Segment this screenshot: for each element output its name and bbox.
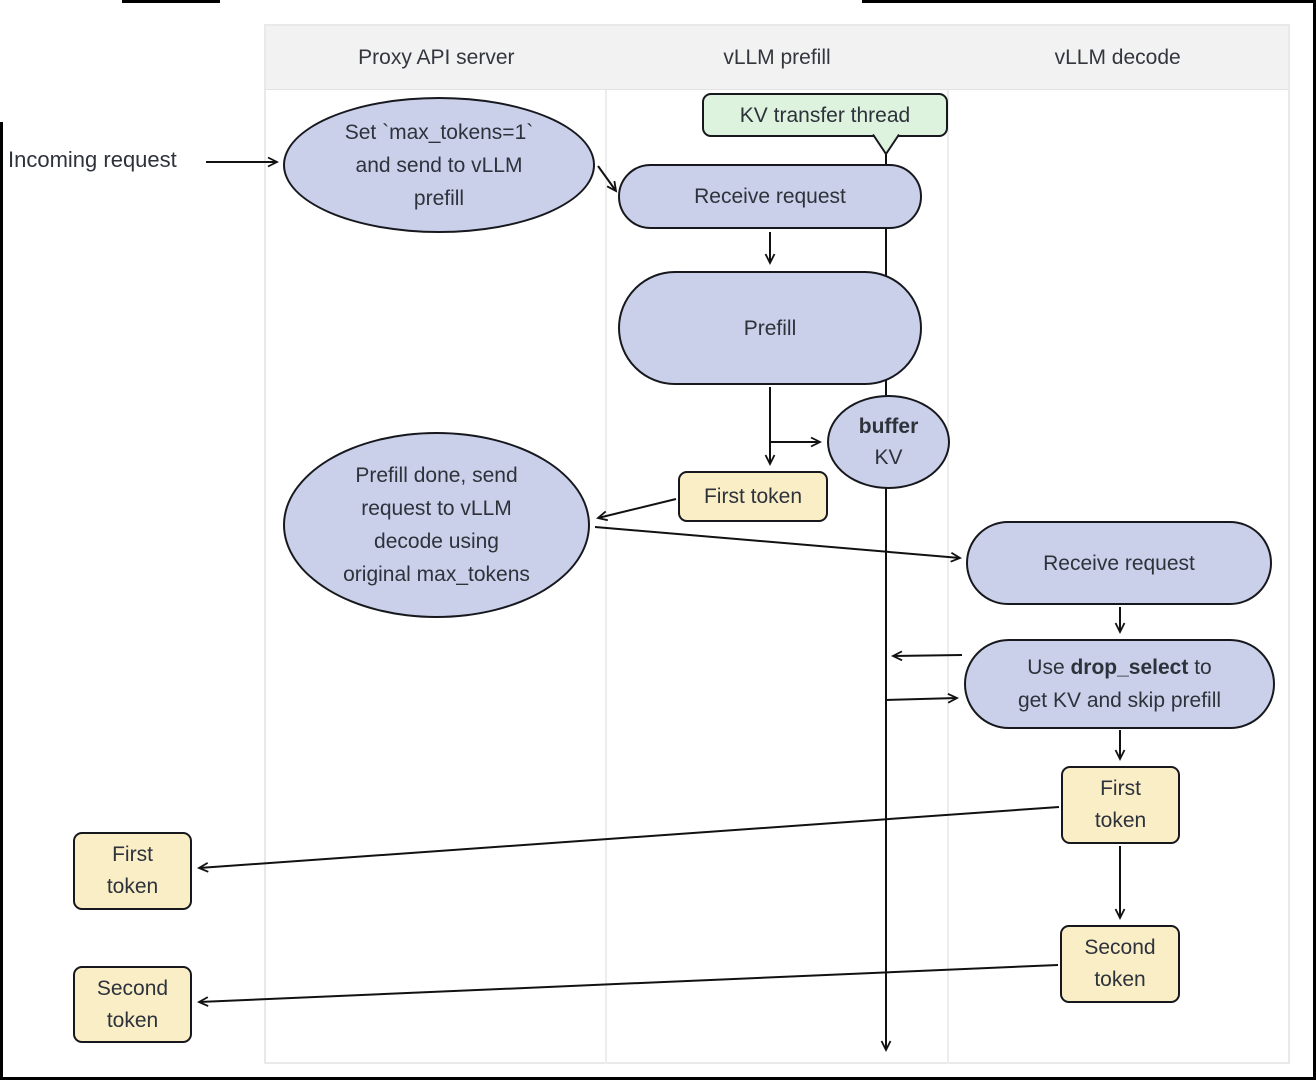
- lane-title-proxy: Proxy API server: [358, 45, 515, 69]
- arrow-first-token-to-prefill-done: [596, 498, 677, 522]
- frame-bottom-border: [0, 1077, 1316, 1080]
- node-decode-receive-request: Receive request: [966, 521, 1272, 605]
- frame-right-border: [1313, 0, 1316, 1080]
- node-decode-first-token: First token: [1061, 766, 1180, 844]
- lane-divider-2: [947, 24, 949, 1064]
- arrow-drop-select-to-kv-line: [890, 650, 963, 662]
- lane-header: Proxy API server vLLM prefill vLLM decod…: [264, 24, 1290, 90]
- frame-left-border: [0, 122, 3, 1080]
- lane-title-prefill: vLLM prefill: [723, 45, 831, 69]
- node-prefill-receive-request: Receive request: [618, 164, 922, 229]
- frame-top-right-segment: [862, 0, 1316, 3]
- node-proxy-first-token: First token: [73, 832, 192, 910]
- node-set-max-tokens: Set `max_tokens=1` and send to vLLM pref…: [283, 97, 595, 233]
- node-kv-transfer-thread: KV transfer thread: [702, 93, 948, 137]
- frame-top-left-segment: [122, 0, 220, 3]
- incoming-request-label: Incoming request: [8, 147, 177, 172]
- arrow-kv-line-to-drop-select: [885, 692, 960, 704]
- arrow-decode-first-token-to-proxy: [196, 806, 1060, 873]
- node-decode-second-token: Second token: [1060, 925, 1180, 1003]
- lane-divider-1: [605, 24, 607, 1064]
- arrow-proxy-to-prefill-receive: [597, 165, 618, 193]
- arrow-decode-second-token-to-proxy: [196, 964, 1059, 1007]
- node-prefill-first-token: First token: [678, 471, 828, 522]
- node-prefill-done: Prefill done, send request to vLLM decod…: [283, 432, 590, 618]
- node-prefill: Prefill: [618, 271, 922, 385]
- node-buffer-kv: buffer KV: [827, 395, 950, 489]
- lane-title-decode: vLLM decode: [1054, 45, 1181, 69]
- node-drop-select: Use drop_select to get KV and skip prefi…: [964, 639, 1275, 729]
- node-proxy-second-token: Second token: [73, 966, 192, 1043]
- arrow-prefill-done-to-decode-receive: [594, 526, 963, 563]
